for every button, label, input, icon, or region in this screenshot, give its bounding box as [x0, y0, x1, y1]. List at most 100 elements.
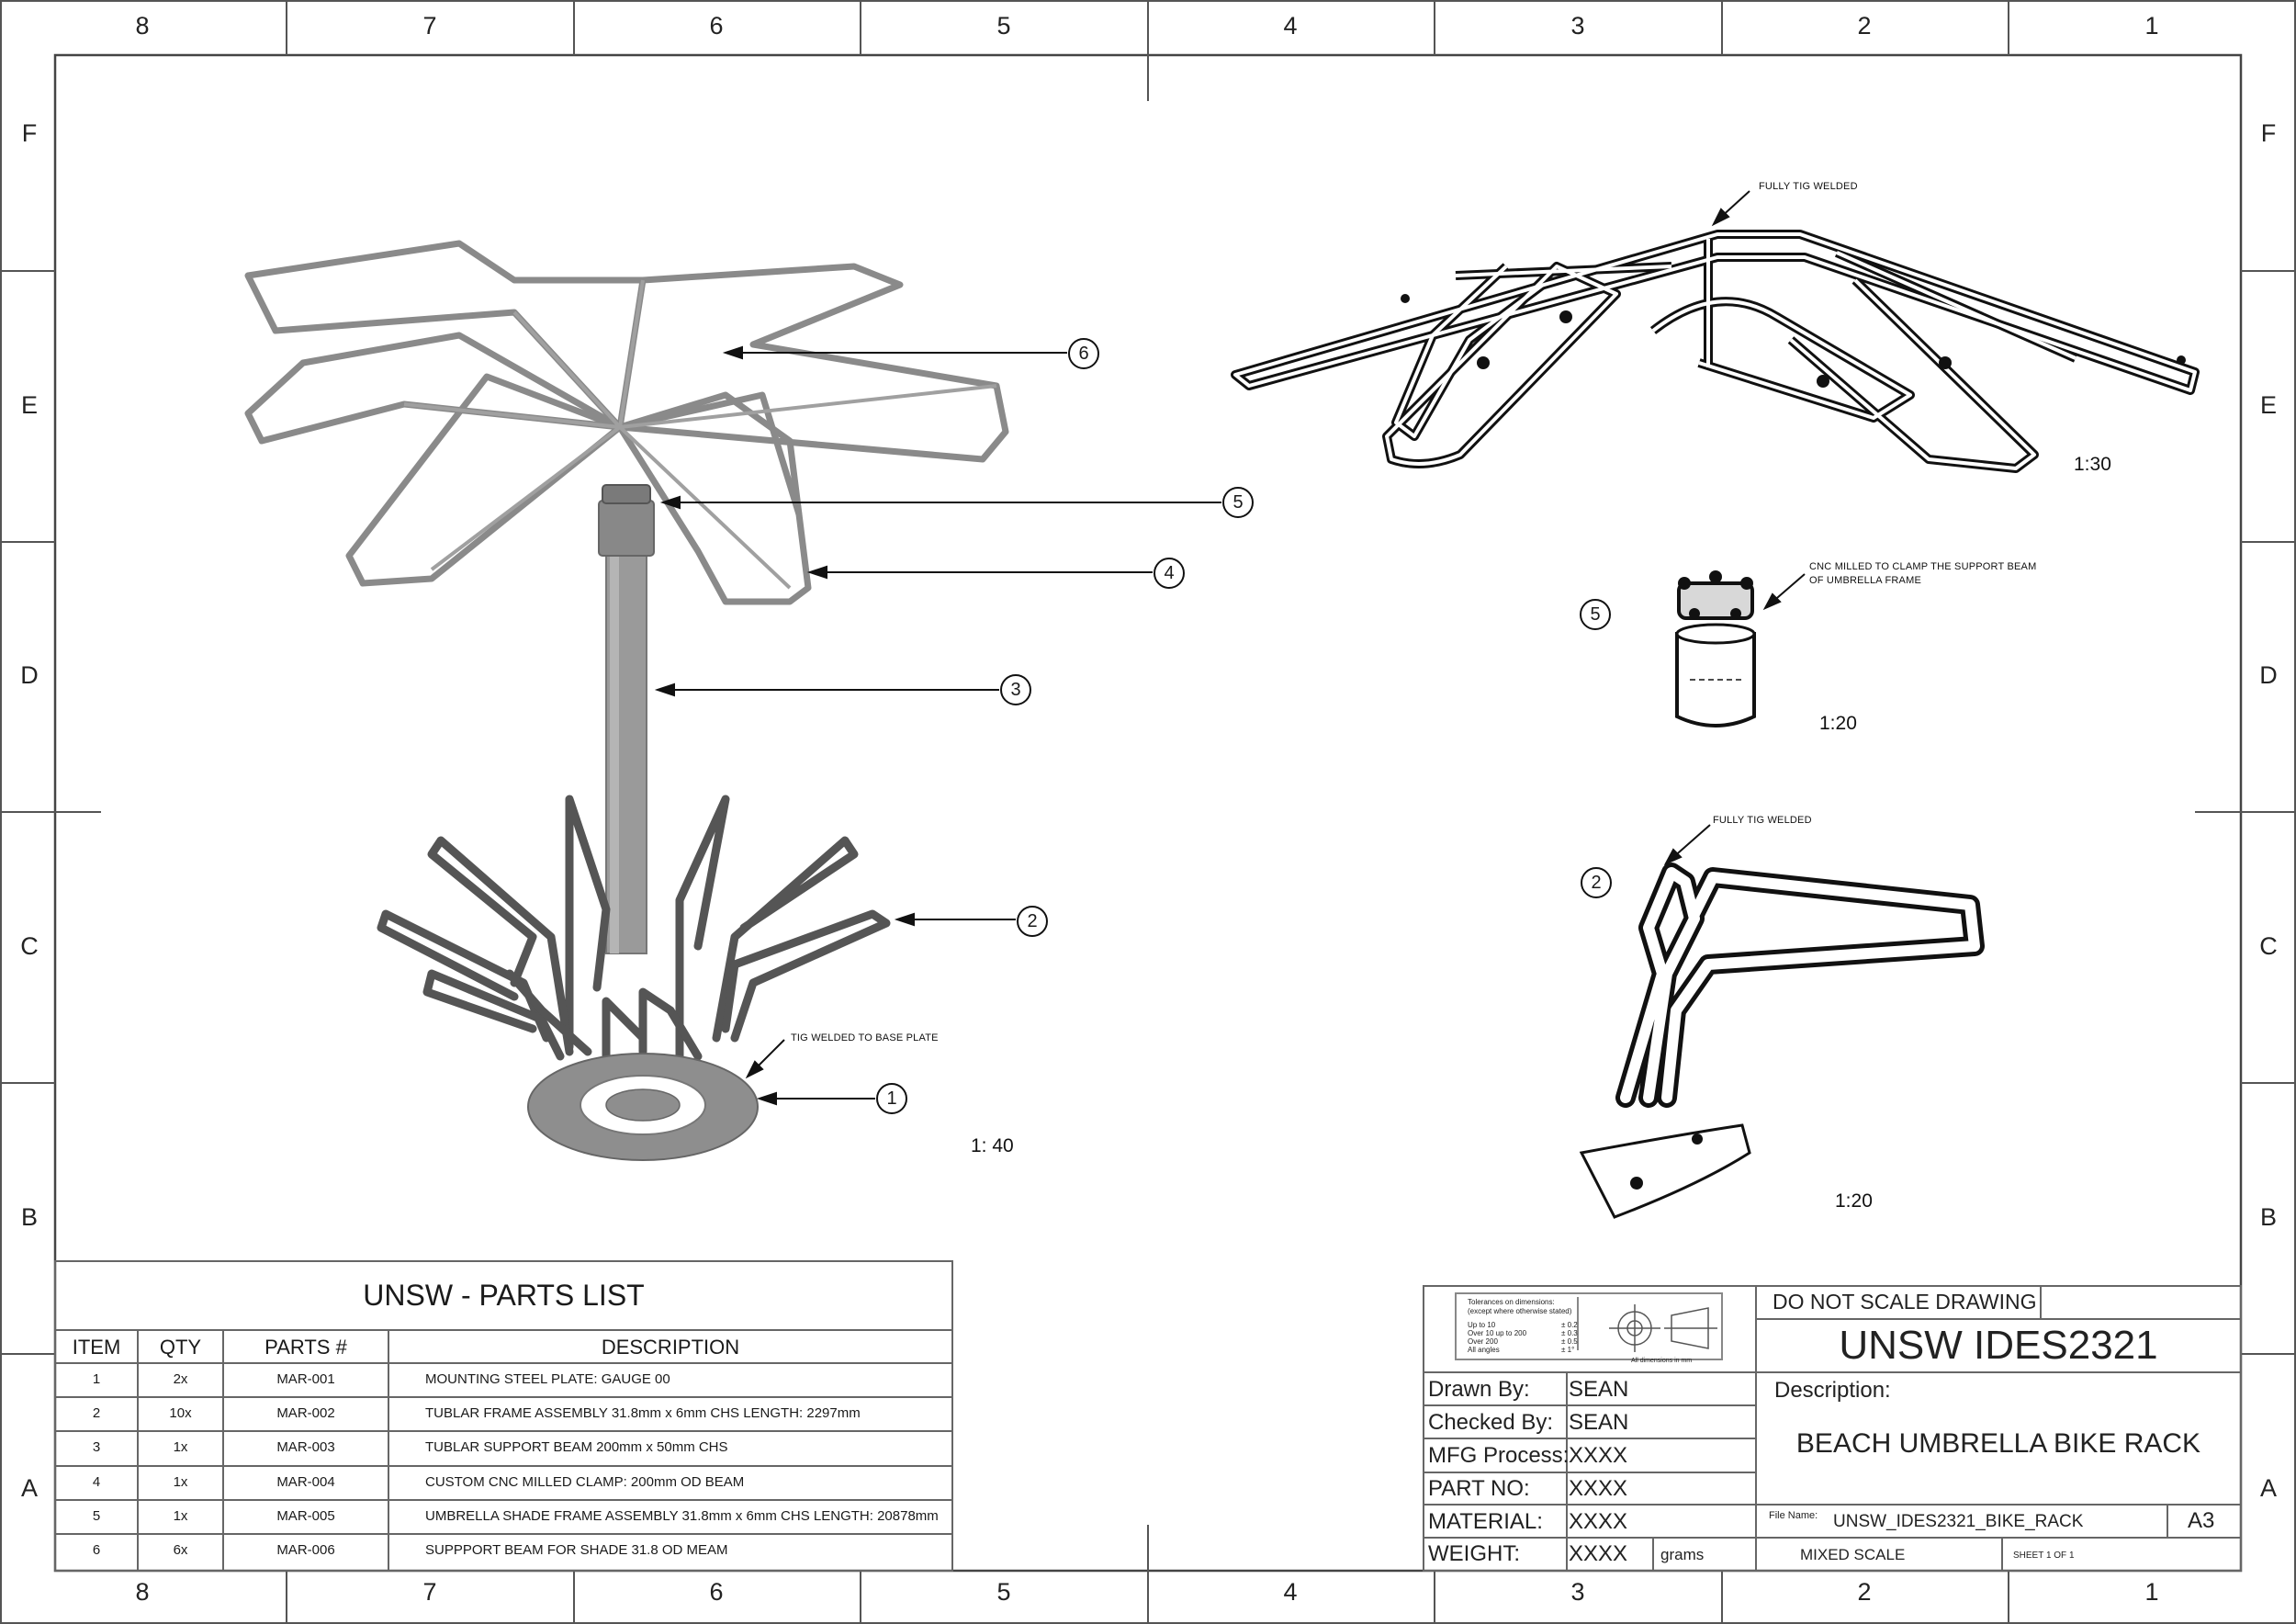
tolerance-value: ± 1° [1561, 1346, 1575, 1354]
shade-frame-note: FULLY TIG WELDED [1759, 181, 1858, 192]
zone-col-7-bottom: 7 [422, 1578, 437, 1606]
zone-row-b-right: B [2259, 1203, 2277, 1231]
zone-row-a-right: A [2259, 1474, 2277, 1502]
weight-label: WEIGHT: [1428, 1541, 1520, 1566]
part-item: 4 [92, 1474, 101, 1490]
part-no-value: XXXX [1569, 1476, 1628, 1501]
material-value: XXXX [1569, 1509, 1628, 1534]
sheet-size: A3 [2188, 1508, 2215, 1533]
zone-col-5-top: 5 [996, 12, 1011, 39]
zone-col-4-bottom: 4 [1283, 1578, 1298, 1606]
tolerance-line: Over 200 [1468, 1337, 1498, 1346]
parts-header-item: ITEM [72, 1336, 121, 1359]
zone-col-3-bottom: 3 [1570, 1578, 1585, 1606]
tolerance-heading: Tolerances on dimensions: [1468, 1298, 1555, 1306]
parts-header-qty: QTY [159, 1336, 202, 1359]
part-number: MAR-001 [276, 1371, 335, 1387]
shade-frame-joints [1401, 294, 2186, 388]
balloon-6: 6 [1068, 338, 1099, 369]
frame-assembly-note: FULLY TIG WELDED [1713, 815, 1812, 826]
projection-symbol-icon [1609, 1304, 1717, 1352]
zone-col-6-bottom: 6 [709, 1578, 724, 1606]
clamp-note-line2: OF UMBRELLA FRAME [1809, 575, 1921, 586]
weight-unit: grams [1660, 1546, 1705, 1563]
title-block-grid [1423, 1285, 2242, 1572]
tolerance-value: ± 0.5 [1561, 1337, 1578, 1346]
scale-note: MIXED SCALE [1800, 1546, 1906, 1563]
part-no-label: PART NO: [1428, 1476, 1530, 1501]
main-view-scale: 1: 40 [971, 1135, 1014, 1156]
zone-col-6-top: 6 [709, 12, 724, 39]
file-name-value: UNSW_IDES2321_BIKE_RACK [1833, 1512, 2084, 1531]
umbrella-support-beams [403, 279, 997, 590]
part-qty: 6x [173, 1542, 188, 1558]
part-number: MAR-003 [276, 1439, 335, 1455]
tolerance-value: ± 0.3 [1561, 1329, 1578, 1337]
clamp-scale: 1:20 [1819, 713, 1857, 734]
zone-row-d-left: D [20, 661, 39, 689]
tolerance-value: ± 0.2 [1561, 1321, 1578, 1329]
part-description: MOUNTING STEEL PLATE: GAUGE 00 [425, 1371, 670, 1387]
base-plate [527, 1053, 759, 1161]
part-description: TUBLAR FRAME ASSEMBLY 31.8mm x 6mm CHS L… [425, 1405, 861, 1421]
mfg-process-label: MFG Process: [1428, 1443, 1570, 1468]
balloon-4: 4 [1154, 558, 1185, 589]
part-item: 2 [92, 1405, 101, 1421]
zone-col-1-top: 1 [2144, 12, 2159, 39]
drawing-description: BEACH UMBRELLA BIKE RACK [1795, 1428, 2201, 1459]
parts-list-title: UNSW - PARTS LIST [363, 1279, 645, 1312]
zone-row-b-left: B [20, 1203, 38, 1231]
support-beam-assembly [598, 484, 655, 954]
frame-assembly-base-plate [1579, 1123, 1751, 1219]
tolerance-subheading: (except where otherwise stated) [1468, 1307, 1572, 1315]
zone-col-4-top: 4 [1283, 12, 1298, 39]
checked-by-value: SEAN [1569, 1410, 1629, 1435]
zone-row-e-left: E [20, 391, 38, 419]
part-number: MAR-006 [276, 1542, 335, 1558]
zone-row-f-left: F [21, 119, 38, 147]
part-qty: 10x [169, 1405, 192, 1421]
tolerance-line: Up to 10 [1468, 1321, 1496, 1329]
zone-col-3-top: 3 [1570, 12, 1585, 39]
description-label: Description: [1774, 1378, 1891, 1403]
part-description: CUSTOM CNC MILLED CLAMP: 200mm OD BEAM [425, 1474, 745, 1490]
frame-assembly-view [1615, 863, 1985, 1108]
clamp-leader [1762, 573, 1806, 611]
part-qty: 2x [173, 1371, 188, 1387]
do-not-scale: DO NOT SCALE DRAWING [1773, 1290, 2037, 1314]
shade-frame-leader [1711, 190, 1750, 227]
material-label: MATERIAL: [1428, 1509, 1543, 1534]
balloon-5: 5 [1222, 487, 1254, 518]
zone-row-c-right: C [2259, 932, 2278, 960]
frame-assembly-leader [1663, 824, 1711, 866]
zone-col-7-top: 7 [422, 12, 437, 39]
zone-col-5-bottom: 5 [996, 1578, 1011, 1606]
zone-col-8-bottom: 8 [135, 1578, 150, 1606]
part-description: SUPPPORT BEAM FOR SHADE 31.8 OD MEAM [425, 1542, 728, 1558]
part-qty: 1x [173, 1508, 188, 1524]
zone-col-8-top: 8 [135, 12, 150, 39]
tolerance-line: Over 10 up to 200 [1468, 1329, 1527, 1337]
zone-row-e-right: E [2259, 391, 2277, 419]
zone-row-a-left: A [20, 1474, 38, 1502]
part-item: 1 [92, 1371, 101, 1387]
part-item: 5 [92, 1508, 101, 1524]
clamp-view [1675, 570, 1756, 727]
drawing-title: UNSW IDES2321 [1839, 1323, 2158, 1368]
frame-assembly-balloon: 2 [1581, 867, 1612, 898]
zone-col-2-bottom: 2 [1857, 1578, 1872, 1606]
balloon-1: 1 [876, 1083, 907, 1114]
part-number: MAR-002 [276, 1405, 335, 1421]
frame-assembly-scale: 1:20 [1835, 1190, 1873, 1212]
zone-col-1-bottom: 1 [2144, 1578, 2159, 1606]
parts-list: UNSW - PARTS LIST ITEM QTY PARTS # DESCR… [55, 1261, 952, 1572]
tolerance-units-note: All dimensions in mm [1631, 1358, 1693, 1364]
main-leaders [654, 345, 1221, 1106]
part-description: TUBLAR SUPPORT BEAM 200mm x 50mm CHS [425, 1439, 728, 1455]
weight-value: XXXX [1569, 1541, 1628, 1566]
part-description: UMBRELLA SHADE FRAME ASSEMBLY 31.8mm x 6… [425, 1508, 939, 1524]
zone-col-2-top: 2 [1857, 12, 1872, 39]
part-qty: 1x [173, 1474, 188, 1490]
